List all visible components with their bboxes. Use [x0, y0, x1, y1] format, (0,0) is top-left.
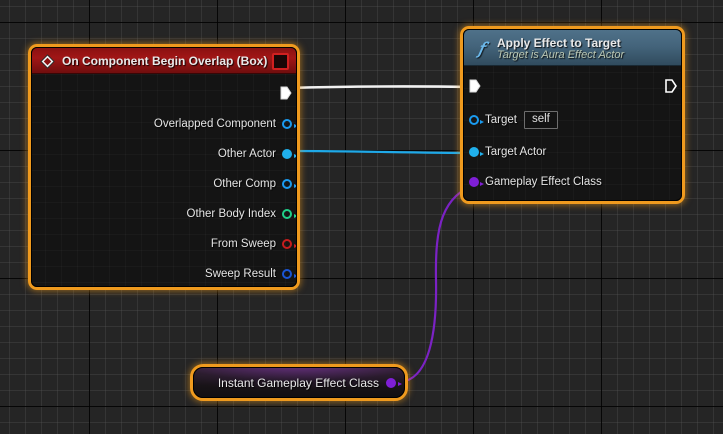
node-title-bar: 𝑓 Apply Effect to Target Target is Aura …	[464, 30, 681, 66]
node-body: Instant Gameplay Effect Class	[193, 367, 405, 398]
target-default-value-field[interactable]: self	[523, 111, 558, 129]
pin-overlapped-component[interactable]: Overlapped Component	[153, 116, 296, 132]
node-subtitle-label: Target is Aura Effect Actor	[497, 48, 625, 61]
function-f-icon: 𝑓	[478, 38, 484, 58]
pin-target[interactable]: Target self	[469, 111, 558, 129]
pin-other-actor[interactable]: Other Actor	[217, 146, 296, 162]
pin-label: Target Actor	[485, 146, 547, 158]
other-actor-wire	[287, 149, 480, 155]
exec-wire	[286, 85, 478, 90]
pin-dot-object[interactable]	[282, 179, 296, 189]
node-instant-gameplay-effect-class[interactable]: Instant Gameplay Effect Class	[190, 364, 408, 401]
pin-from-sweep[interactable]: From Sweep	[210, 236, 296, 252]
pin-gameplay-effect-class[interactable]: Gameplay Effect Class	[469, 174, 602, 190]
pin-label: Sweep Result	[205, 268, 276, 280]
pin-dot-class[interactable]	[386, 377, 402, 388]
pin-label: Gameplay Effect Class	[485, 176, 602, 188]
node-body: 𝑓 Apply Effect to Target Target is Aura …	[463, 29, 682, 201]
node-body: On Component Begin Overlap (Box) Overlap…	[31, 47, 297, 287]
node-apply-effect-to-target[interactable]: 𝑓 Apply Effect to Target Target is Aura …	[460, 26, 685, 204]
effect-class-wire	[396, 181, 480, 384]
event-diamond-icon	[40, 53, 55, 69]
exec-arrow-icon	[280, 86, 292, 100]
pin-other-body-index[interactable]: Other Body Index	[186, 206, 296, 222]
node-title-bar: On Component Begin Overlap (Box)	[32, 48, 296, 74]
node-on-component-begin-overlap[interactable]: On Component Begin Overlap (Box) Overlap…	[28, 44, 300, 290]
pin-label: From Sweep	[210, 238, 276, 250]
pin-dot-struct[interactable]	[282, 269, 296, 279]
pin-exec-in[interactable]	[469, 78, 481, 94]
node-title-label: Apply Effect to Target	[497, 35, 621, 50]
pin-target-actor[interactable]: Target Actor	[469, 144, 546, 160]
pin-label: Overlapped Component	[153, 118, 276, 130]
pin-sweep-result[interactable]: Sweep Result	[205, 266, 296, 282]
pin-dot-object[interactable]	[282, 119, 296, 129]
pin-label: Target	[485, 114, 517, 126]
pin-dot-class[interactable]	[469, 177, 484, 187]
exec-arrow-icon	[665, 79, 677, 93]
pin-exec-out[interactable]	[665, 78, 677, 94]
node-title-label: On Component Begin Overlap (Box)	[62, 54, 268, 68]
delegate-square-icon[interactable]	[272, 52, 289, 70]
exec-arrow-icon	[469, 79, 481, 93]
pin-dot-object[interactable]	[469, 115, 484, 125]
pin-label: Other Actor	[217, 148, 276, 160]
pin-dot-object[interactable]	[469, 147, 484, 157]
pin-label: Other Body Index	[186, 208, 277, 220]
variable-name-label: Instant Gameplay Effect Class	[217, 375, 379, 390]
pin-label: Other Comp	[213, 178, 276, 190]
pin-other-comp[interactable]: Other Comp	[213, 176, 296, 192]
pin-dot-object[interactable]	[282, 149, 296, 159]
pin-dot-integer[interactable]	[282, 209, 296, 219]
pin-dot-boolean[interactable]	[282, 239, 296, 249]
pin-exec-out[interactable]	[280, 85, 292, 101]
